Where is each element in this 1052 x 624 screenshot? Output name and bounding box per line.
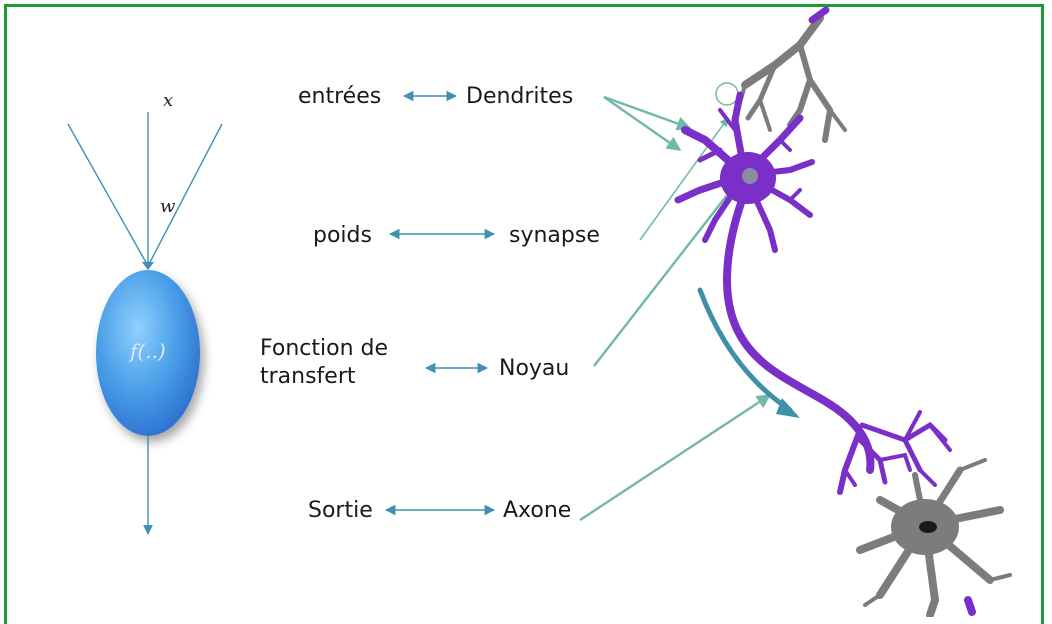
pointer-dendrites-b — [604, 97, 680, 150]
mapping-table: entrées Dendrites poids synapse Fonction… — [260, 84, 600, 523]
label-poids: poids — [313, 223, 372, 248]
input-symbol: x — [163, 90, 173, 111]
downstream-axon-terminal — [968, 600, 972, 612]
downstream-nucleus — [919, 521, 937, 533]
biological-neuron — [678, 10, 1010, 615]
input-arrowhead — [142, 262, 154, 270]
label-sortie: Sortie — [308, 498, 373, 523]
input-line-right — [148, 124, 222, 266]
mapping-row-transfer: Fonction de transfert Noyau — [260, 336, 569, 389]
artificial-neuron: x w f(..) — [68, 90, 222, 534]
label-dendrites: Dendrites — [466, 84, 573, 109]
mapping-row-weights: poids synapse — [313, 223, 600, 248]
upstream-neuron — [738, 18, 845, 140]
weight-symbol: w — [160, 196, 176, 217]
label-noyau: Noyau — [499, 356, 569, 381]
nucleus — [742, 168, 758, 184]
label-entrees: entrées — [298, 84, 381, 109]
mapping-row-output: Sortie Axone — [308, 498, 571, 523]
label-fonction-de: Fonction de — [260, 336, 388, 361]
transfer-function-label: f(..) — [128, 339, 166, 363]
mapping-row-inputs: entrées Dendrites — [298, 84, 573, 109]
synapse-marker — [716, 83, 738, 105]
pointer-axone — [580, 395, 770, 520]
axon — [727, 200, 870, 470]
pointer-dendrites-a — [604, 97, 690, 128]
label-synapse: synapse — [509, 223, 600, 248]
label-axone: Axone — [503, 498, 571, 523]
label-transfert: transfert — [260, 364, 356, 389]
input-line-left — [68, 124, 148, 266]
